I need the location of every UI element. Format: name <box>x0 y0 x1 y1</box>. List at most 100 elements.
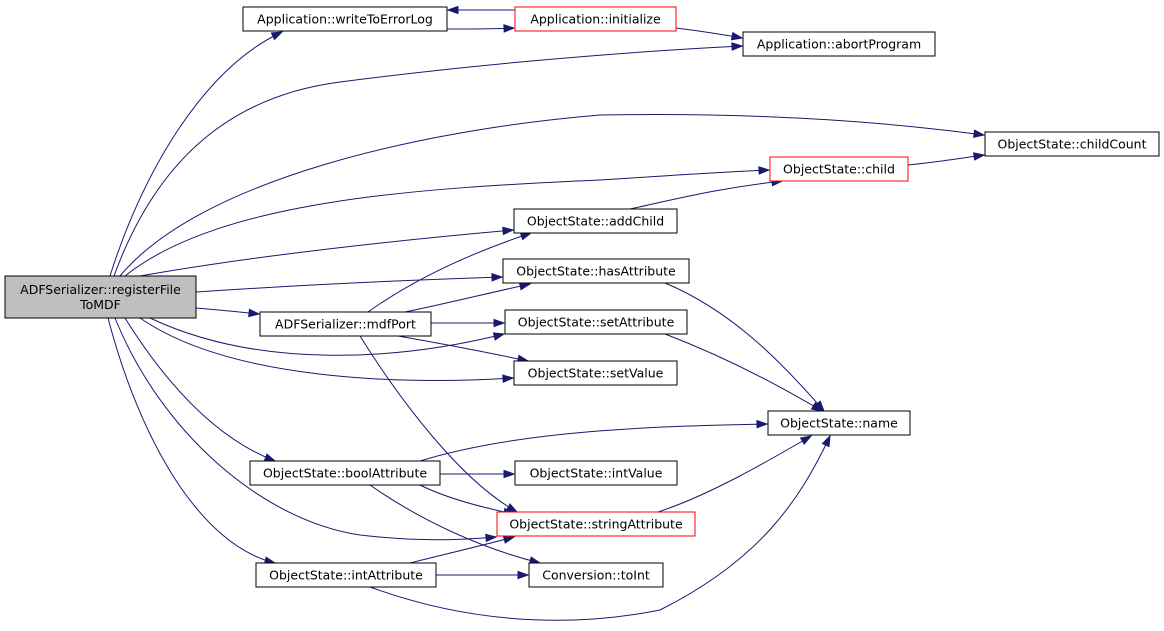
edge-line <box>109 31 283 277</box>
edge-line <box>367 232 532 313</box>
node-box <box>984 131 1160 157</box>
edge-line <box>113 45 743 277</box>
node-stringAttribute[interactable]: ObjectState::stringAttribute <box>496 511 696 537</box>
node-setValue[interactable]: ObjectState::setValue <box>513 360 678 386</box>
node-boolAttribute[interactable]: ObjectState::boolAttribute <box>249 460 441 486</box>
node-box <box>4 275 197 319</box>
node-box <box>513 208 678 234</box>
node-mdfPort[interactable]: ADFSerializer::mdfPort <box>259 311 432 337</box>
edge-registerFileToMDF-to-boolAttribute <box>124 317 277 462</box>
node-label: ObjectState::boolAttribute <box>263 466 427 481</box>
arrowhead-icon <box>248 308 261 318</box>
edge-registerFileToMDF-to-childCount <box>119 114 986 277</box>
arrowhead-icon <box>503 469 516 479</box>
edge-line <box>139 229 514 277</box>
node-box <box>513 360 678 386</box>
edge-line <box>629 180 783 210</box>
edge-line <box>195 276 503 293</box>
node-initialize[interactable]: Application::initialize <box>514 6 677 32</box>
node-childCount[interactable]: ObjectState::childCount <box>984 131 1160 157</box>
node-box <box>249 460 441 486</box>
arrowhead-icon <box>758 166 771 175</box>
edge-mdfPort-to-setValue <box>397 335 530 364</box>
arrowhead-icon <box>756 419 769 429</box>
node-box <box>504 309 688 335</box>
edge-line <box>419 423 768 462</box>
node-box <box>496 511 696 537</box>
edge-registerFileToMDF-to-addChild <box>139 226 515 277</box>
edge-line <box>359 335 518 513</box>
node-label: ObjectState::intAttribute <box>269 568 423 583</box>
edge-intAttribute-to-name <box>369 434 831 621</box>
node-child[interactable]: ObjectState::child <box>769 156 909 182</box>
arrowhead-icon <box>492 332 506 341</box>
node-label: ADFSerializer::registerFile <box>20 282 181 297</box>
node-intAttribute[interactable]: ObjectState::intAttribute <box>255 562 437 588</box>
edge-line <box>907 154 985 166</box>
node-name[interactable]: ObjectState::name <box>767 410 911 436</box>
edge-initialize-to-abortProgram <box>675 27 744 41</box>
node-abortProgram[interactable]: Application::abortProgram <box>742 31 936 57</box>
node-addChild[interactable]: ObjectState::addChild <box>513 208 678 234</box>
edge-line <box>664 333 823 412</box>
node-label: ObjectState::child <box>783 162 895 177</box>
node-box <box>255 562 437 588</box>
edge-line <box>657 435 812 513</box>
node-box <box>767 410 911 436</box>
node-label: Application::initialize <box>530 12 661 27</box>
edge-registerFileToMDF-to-intAttribute <box>107 317 277 565</box>
arrowhead-icon <box>821 434 831 448</box>
edge-line <box>369 484 541 564</box>
arrowhead-icon <box>518 282 532 291</box>
node-hasAttribute[interactable]: ObjectState::hasAttribute <box>502 258 690 284</box>
node-label: ADFSerializer::mdfPort <box>275 317 416 332</box>
edges-layer <box>107 5 986 621</box>
edge-line <box>139 317 514 381</box>
node-box <box>514 6 677 32</box>
edge-mdfPort-to-setAttribute <box>431 318 506 328</box>
edge-line <box>107 317 276 564</box>
node-label: ObjectState::stringAttribute <box>509 517 683 532</box>
edge-line <box>124 169 770 277</box>
arrowhead-icon <box>263 453 277 462</box>
edge-registerFileToMDF-to-stringAttribute <box>114 317 498 543</box>
edge-line <box>149 317 505 356</box>
arrowhead-icon <box>491 273 504 282</box>
edge-registerFileToMDF-to-child <box>124 166 771 277</box>
node-box <box>514 460 678 486</box>
node-label: Application::writeToErrorLog <box>257 12 433 27</box>
edge-registerFileToMDF-to-hasAttribute <box>195 273 504 293</box>
edge-line <box>114 317 497 541</box>
arrowhead-icon <box>270 31 284 41</box>
node-label: ObjectState::addChild <box>527 214 664 229</box>
node-label: ObjectState::hasAttribute <box>516 264 676 279</box>
node-toInt[interactable]: Conversion::toInt <box>528 562 664 588</box>
edge-writeToErrorLog-to-initialize <box>446 24 516 33</box>
node-label: ObjectState::childCount <box>997 137 1146 152</box>
edge-registerFileToMDF-to-setValue <box>139 317 515 383</box>
arrowhead-icon <box>519 232 533 241</box>
edge-boolAttribute-to-stringAttribute <box>419 484 516 517</box>
edge-hasAttribute-to-name <box>664 282 825 413</box>
node-writeToErrorLog[interactable]: Application::writeToErrorLog <box>242 6 448 32</box>
edge-line <box>397 335 529 362</box>
edge-registerFileToMDF-to-writeToErrorLog <box>109 31 284 277</box>
node-intValue[interactable]: ObjectState::intValue <box>514 460 678 486</box>
node-setAttribute[interactable]: ObjectState::setAttribute <box>504 309 688 335</box>
arrowhead-icon <box>446 5 459 15</box>
node-label: Conversion::toInt <box>542 568 650 583</box>
edge-intAttribute-to-toInt <box>436 570 530 580</box>
arrowhead-icon <box>503 24 516 33</box>
arrowhead-icon <box>485 533 498 543</box>
arrowhead-icon <box>730 31 744 41</box>
edge-line <box>124 317 276 462</box>
node-box <box>769 156 909 182</box>
edge-registerFileToMDF-to-setAttribute <box>149 317 506 356</box>
node-label: Application::abortProgram <box>757 37 921 52</box>
arrowhead-icon <box>799 435 813 446</box>
arrowhead-icon <box>502 374 515 383</box>
node-label: ToMDF <box>79 297 121 312</box>
